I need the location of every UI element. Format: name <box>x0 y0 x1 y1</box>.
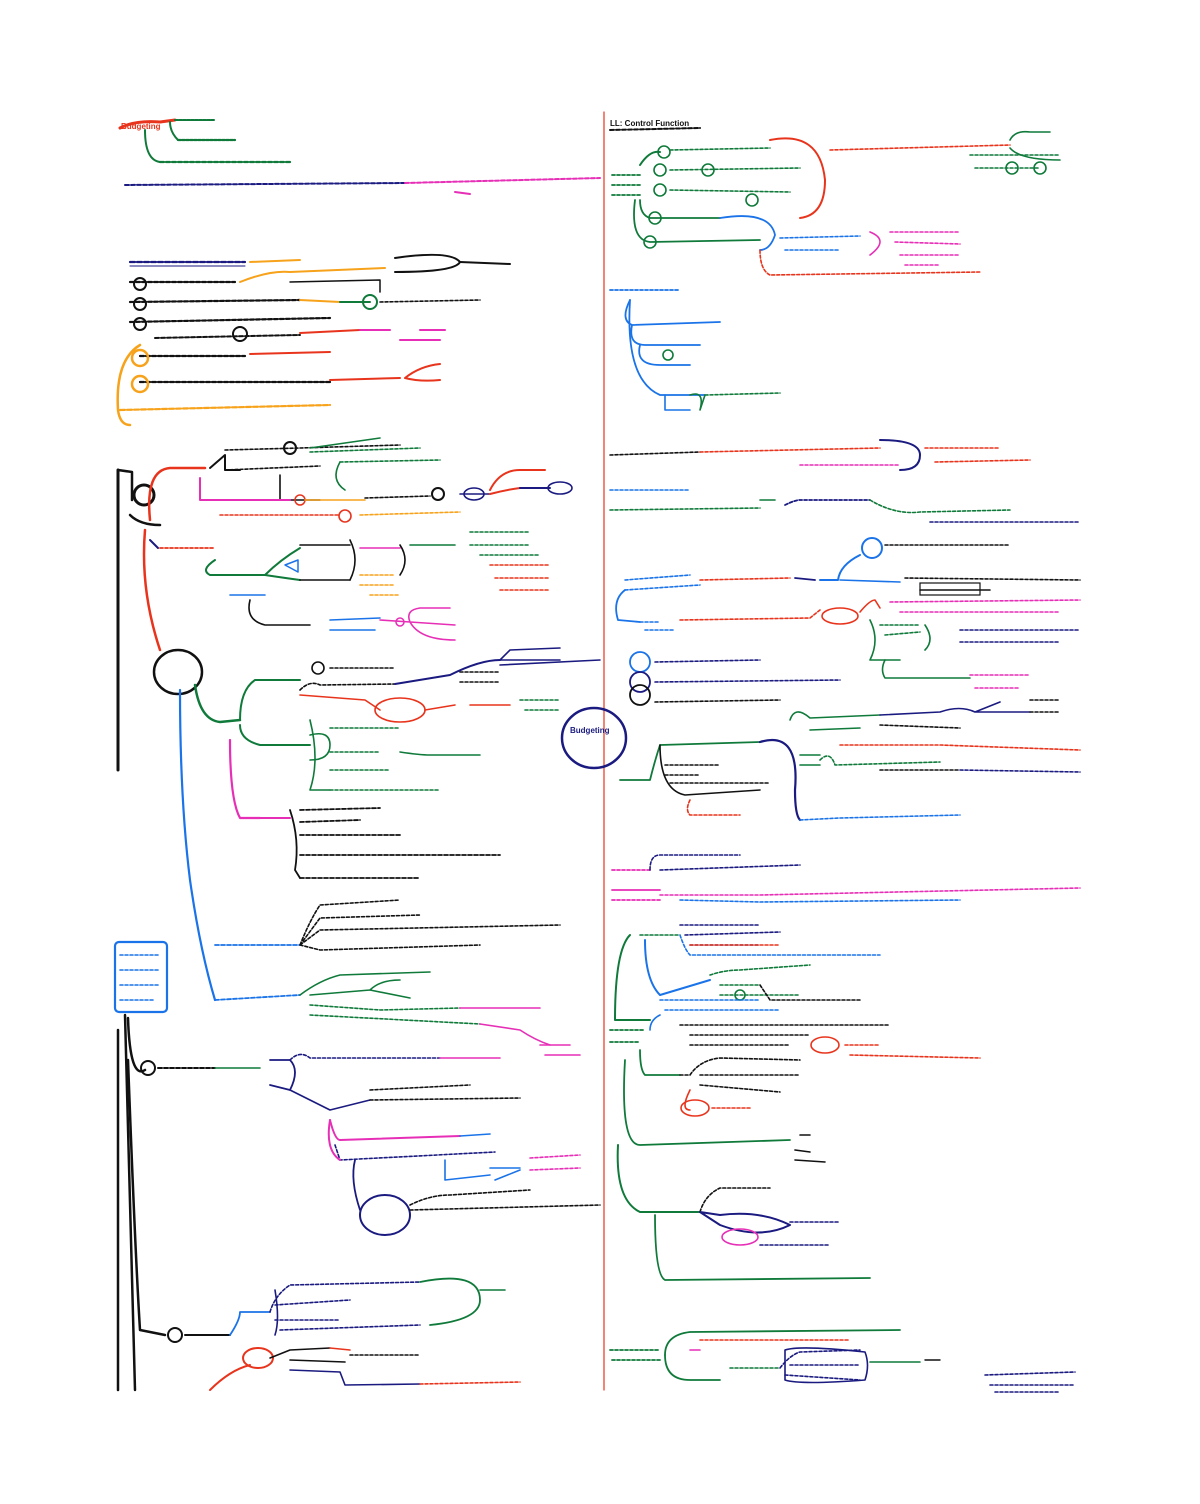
commons-section <box>140 1053 601 1236</box>
top-left-cluster <box>118 118 601 195</box>
budgeting-label: Budgeting <box>121 122 161 131</box>
bottom-left-section <box>167 1277 521 1391</box>
red-branch-1 <box>148 437 573 523</box>
right-feedback-cluster <box>611 854 1081 903</box>
red-branch-main <box>142 528 551 696</box>
right-lower-cluster <box>609 924 981 1281</box>
left-spine <box>116 468 167 1392</box>
right-budget-mid <box>609 489 1081 523</box>
planning-steps-cluster <box>116 253 511 427</box>
right-budget-block <box>619 699 1081 822</box>
green-cluster-mid <box>193 647 601 791</box>
right-top-cluster <box>609 127 1061 276</box>
right-strategy-cluster <box>615 537 1081 706</box>
right-bottom-cluster <box>609 1329 1076 1393</box>
right-blue-cluster <box>609 289 781 411</box>
blue-branch-main <box>178 688 581 1056</box>
magenta-black-cluster <box>228 738 501 879</box>
right-red-line <box>609 439 1031 471</box>
blue-box-left <box>113 940 169 1014</box>
ll-title-label: LL: Control Function <box>610 119 690 128</box>
center-node-ring <box>560 706 628 770</box>
center-node-label: Budgeting <box>570 726 610 735</box>
